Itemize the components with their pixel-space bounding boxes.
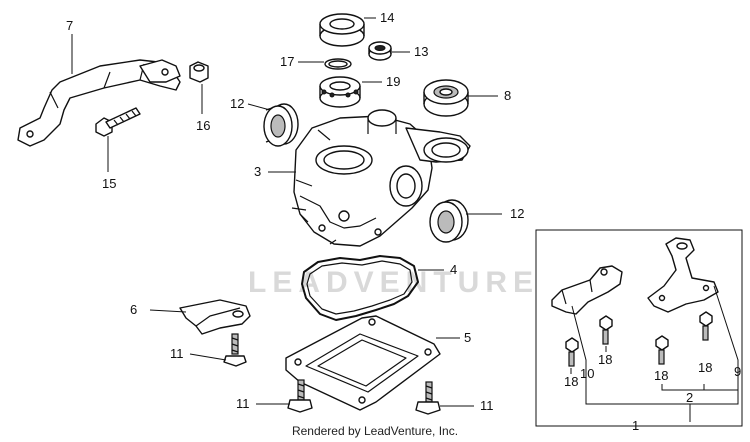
callout-9: 9	[734, 364, 741, 379]
callout-4: 4	[450, 262, 457, 277]
part-11-bolt-b[interactable]	[287, 379, 313, 413]
part-8-seal[interactable]	[423, 79, 469, 117]
kit-box	[535, 229, 743, 427]
callout-11-c: 11	[480, 398, 494, 413]
callout-18-d: 18	[698, 360, 712, 375]
part-4-gasket[interactable]	[301, 255, 419, 321]
callout-numbers: 7 14 13 17 19 8 12 16 15 3 12 4 6 5 11 1…	[66, 10, 741, 433]
part-6-bracket[interactable]	[179, 299, 251, 335]
callout-6: 6	[130, 302, 137, 317]
callout-3: 3	[254, 164, 261, 179]
callout-11-a: 11	[170, 346, 184, 361]
part-18-bolt-b[interactable]	[599, 315, 613, 345]
callout-8: 8	[504, 88, 511, 103]
part-10-bracket[interactable]	[551, 265, 623, 315]
callout-5: 5	[464, 330, 471, 345]
callout-16: 16	[196, 118, 210, 133]
callout-12-left: 12	[230, 96, 244, 111]
callout-13: 13	[414, 44, 428, 59]
callout-18-a: 18	[564, 374, 578, 389]
callout-12-right: 12	[510, 206, 524, 221]
callout-18-b: 18	[598, 352, 612, 367]
callout-2: 2	[686, 390, 693, 405]
part-12-seal-left[interactable]	[263, 103, 299, 147]
part-14-seal[interactable]	[319, 13, 365, 47]
part-11-bolt-a[interactable]	[223, 333, 247, 367]
part-12-seal-right[interactable]	[429, 199, 469, 243]
part-11-bolt-c[interactable]	[415, 381, 441, 415]
part-19-bearing[interactable]	[319, 76, 361, 108]
callout-10: 10	[580, 366, 594, 381]
part-16-nut[interactable]	[189, 61, 209, 83]
leader-lines	[71, 17, 739, 422]
part-18-bolt-d[interactable]	[699, 311, 713, 341]
part-18-bolt-c[interactable]	[655, 335, 669, 365]
callout-11-b: 11	[236, 396, 250, 411]
part-13-bushing[interactable]	[368, 41, 392, 61]
callout-19: 19	[386, 74, 400, 89]
part-18-bolt-a[interactable]	[565, 337, 579, 367]
footer-credit: Rendered by LeadVenture, Inc.	[291, 424, 459, 438]
part-9-bracket[interactable]	[647, 237, 719, 313]
callout-14: 14	[380, 10, 394, 25]
callout-7: 7	[66, 18, 73, 33]
part-5-cover[interactable]	[285, 315, 441, 411]
part-17-snap-ring[interactable]	[324, 58, 352, 70]
callout-17: 17	[280, 54, 294, 69]
part-3-gear-case[interactable]	[291, 109, 471, 247]
watermark-text: LEADVENTURE	[248, 266, 539, 299]
callout-15: 15	[102, 176, 116, 191]
callout-18-c: 18	[654, 368, 668, 383]
part-15-bolt[interactable]	[95, 107, 141, 137]
callout-1: 1	[632, 418, 639, 433]
part-7-bracket[interactable]	[17, 59, 181, 147]
